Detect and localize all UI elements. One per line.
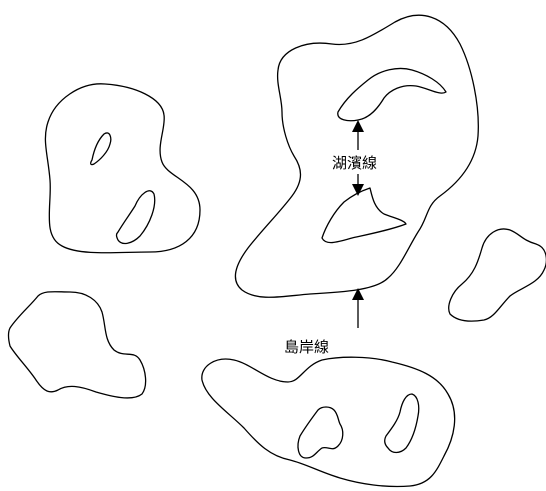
lake-bottom-right [384, 393, 420, 454]
lake-central-upper [337, 67, 447, 122]
island-shoreline-label: 島岸線 [284, 338, 329, 356]
lake-bottom-left [297, 406, 344, 459]
lake-shoreline-arrow-down-head [352, 184, 364, 196]
lake-shoreline-arrow-up-head [352, 120, 364, 132]
island-lower-left [7, 291, 147, 399]
lake-upper-left-2 [115, 190, 156, 245]
island-central-large [234, 14, 479, 298]
island-shoreline-arrow-head [352, 288, 364, 300]
lake-central-lower [321, 187, 407, 244]
island-upper-left [44, 83, 201, 254]
island-bottom [201, 356, 456, 488]
lake-shoreline-label: 湖濱線 [332, 154, 377, 172]
lake-upper-left-1 [90, 132, 112, 166]
island-right [448, 228, 546, 322]
